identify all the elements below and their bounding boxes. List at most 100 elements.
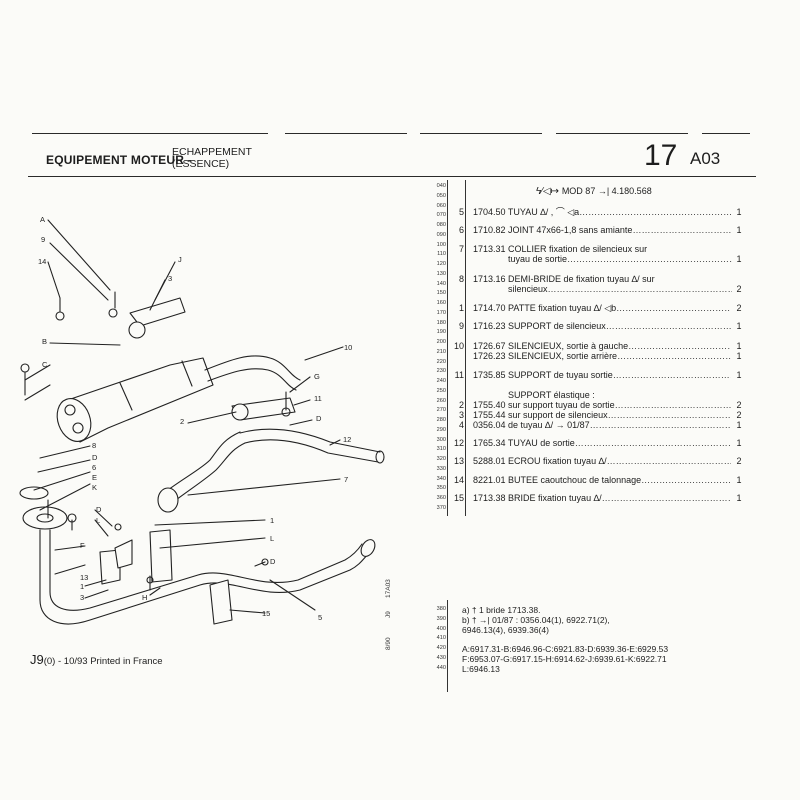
- callout-label: K: [92, 483, 97, 492]
- line-code: 060: [436, 202, 446, 209]
- part-quantity: 1: [736, 420, 742, 430]
- line-code: 120: [436, 261, 446, 267]
- part-description-text: 1716.23 SUPPORT de silencieux: [473, 321, 606, 331]
- line-code: 200: [436, 339, 446, 345]
- line-code: 180: [436, 319, 446, 326]
- part-ref: 6: [458, 225, 464, 235]
- callout-label: L: [96, 516, 100, 525]
- part-description: 1704.50 TUYAU ∆/ , ⌒ ◁a………………………………………………: [473, 207, 731, 218]
- line-code: 290: [436, 426, 446, 433]
- callout-label: D: [92, 453, 98, 462]
- part-description-text: 5288.01 ECROU fixation tuyau ∆/: [473, 456, 607, 466]
- callout-label: 13: [80, 573, 88, 582]
- top-rule: [420, 133, 542, 134]
- line-code: 270: [436, 407, 446, 414]
- callout-label: C: [42, 360, 48, 369]
- part-description: 1714.70 PATTE fixation tuyau ∆/ ◁b…………………: [473, 303, 731, 314]
- callout-label: 12: [343, 435, 351, 444]
- part-quantity: 1: [736, 475, 742, 485]
- part-description-text: 1704.50 TUYAU ∆/ , ⌒ ◁a: [473, 207, 580, 217]
- part-quantity: 1: [736, 351, 742, 361]
- notes-line-code: 410: [436, 635, 446, 642]
- callout-label: 15: [262, 609, 270, 618]
- leader-dots: …………………………………………………………: [547, 284, 732, 294]
- line-code: 310: [436, 446, 446, 453]
- part-description: 1765.34 TUYAU de sortie………………………………………………: [473, 438, 731, 449]
- part-ref: 9: [458, 321, 464, 331]
- part-quantity: 1: [736, 370, 742, 380]
- callout-label: 1: [270, 516, 274, 525]
- part-description: 1713.38 BRIDE fixation tuyau ∆/…………………………: [473, 493, 731, 504]
- line-code: 150: [436, 290, 446, 297]
- document-code: J9: [30, 652, 44, 667]
- page-subsystem: ECHAPPEMENT (ESSENCE): [172, 146, 252, 170]
- line-code: 140: [436, 280, 446, 287]
- leader-dots: ……………………………………………………………: [641, 475, 731, 485]
- part-description-text: 1755.40 sur support tuyau de sortie: [473, 400, 615, 410]
- page-category: EQUIPEMENT MOTEUR -: [46, 153, 192, 167]
- applicability-text: MOD 87 →| 4.180.568: [561, 186, 652, 196]
- part-ref: 11: [454, 370, 464, 380]
- part-quantity: 2: [736, 303, 742, 313]
- callout-label: J: [178, 255, 182, 264]
- part-description: 1755.44 sur support de silencieux……………………: [473, 410, 731, 421]
- leader-dots: ……………………………………………………………: [601, 493, 731, 503]
- line-code: 300: [436, 436, 446, 443]
- part-quantity: 2: [736, 456, 742, 466]
- line-code: 280: [436, 417, 446, 423]
- leader-dots: ……………………………………………………………: [632, 225, 731, 235]
- header-rule: [28, 176, 756, 177]
- line-code: 240: [436, 378, 446, 384]
- part-description-text: 1735.85 SUPPORT de tuyau sortie: [473, 370, 613, 380]
- part-description-cont: silencieux…………………………………………………………: [508, 284, 732, 295]
- leader-dots: ……………………………………………………………: [607, 410, 731, 420]
- callout-label: 7: [344, 475, 348, 484]
- subsystem-line-2: (ESSENCE): [172, 158, 230, 170]
- document-id: J9(0) - 10/93 Printed in France: [30, 652, 163, 670]
- line-code: 040: [436, 183, 446, 189]
- part-description-text: 1710.82 JOINT 47x66-1,8 sans amiante: [473, 225, 633, 235]
- part-ref: 4: [458, 420, 464, 430]
- part-description: 8221.01 BUTEE caoutchouc de talonnage…………: [473, 475, 731, 486]
- line-code: 130: [436, 270, 446, 277]
- part-description: 1726.23 SILENCIEUX, sortie arrière…………………: [473, 351, 731, 362]
- callout-label: 3: [80, 593, 84, 602]
- range-icon: ϟ∕◁↦: [536, 186, 562, 197]
- notes-line-code: 400: [436, 625, 446, 632]
- callout-label: 14: [38, 257, 46, 266]
- table-divider: [447, 600, 448, 692]
- part-description-text: SUPPORT élastique :: [508, 390, 595, 400]
- line-code: 190: [436, 329, 446, 336]
- line-code: 090: [436, 231, 446, 238]
- top-rule: [556, 133, 688, 134]
- notes-line-code: 390: [436, 615, 446, 622]
- callout-label: F: [80, 541, 85, 550]
- part-description-text: 1713.31 COLLIER fixation de silencieux s…: [473, 244, 648, 254]
- line-code: 110: [437, 251, 446, 258]
- part-ref: 14: [453, 475, 464, 485]
- line-code: 350: [436, 485, 446, 492]
- notes-line-code: 380: [436, 606, 446, 612]
- callout-label: 9: [41, 235, 45, 244]
- printed-date: - 10/93 Printed in France: [55, 656, 163, 667]
- part-quantity: 1: [736, 493, 742, 503]
- part-description: 1713.31 COLLIER fixation de silencieux s…: [473, 244, 731, 255]
- exhaust-exploded-diagram: A 9 14 J 3 B C 10 G 11 2 D 12 8 D 6 E K …: [19, 215, 392, 650]
- callout-label: 10: [344, 343, 352, 352]
- line-code: 160: [436, 300, 446, 306]
- leader-dots: ……………………………………………………………: [574, 438, 731, 448]
- part-description: SUPPORT élastique :: [508, 390, 766, 401]
- applicability: ϟ∕◁↦ MOD 87 →| 4.180.568: [536, 186, 652, 197]
- part-description-text: 1726.23 SILENCIEUX, sortie arrière: [473, 351, 618, 361]
- part-description-text: 1765.34 TUYAU de sortie: [473, 438, 575, 448]
- line-code: 340: [436, 475, 446, 482]
- part-ref: 15: [453, 493, 464, 503]
- part-ref: 7: [458, 244, 464, 254]
- part-ref: 1: [458, 303, 464, 313]
- part-description: 1735.85 SUPPORT de tuyau sortie…………………………: [473, 370, 731, 381]
- part-description-text: 1713.16 DEMI-BRIDE de fixation tuyau ∆/ …: [473, 274, 655, 284]
- leader-dots: …………………………………………………………: [567, 254, 732, 264]
- line-code: 320: [436, 456, 446, 462]
- part-description-text: 0356.04 de tuyau ∆/ → 01/87: [473, 420, 590, 430]
- silencer-part: [56, 357, 214, 443]
